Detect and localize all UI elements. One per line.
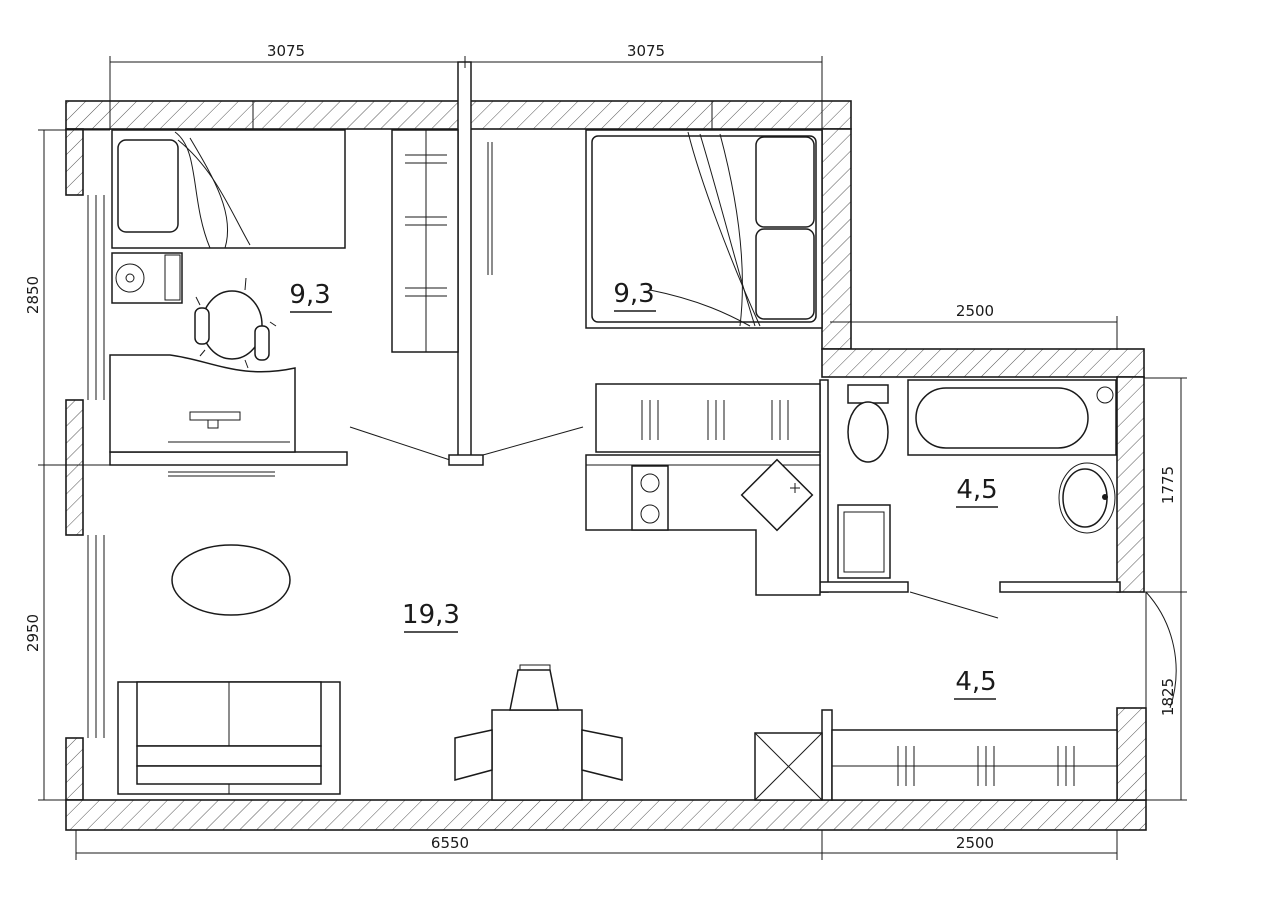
dim-left-upper: 2850 xyxy=(24,276,42,314)
dim-bottom-main: 6550 xyxy=(431,834,469,852)
room-area-bathroom: 4,5 xyxy=(956,475,997,505)
left-windows xyxy=(87,101,713,738)
hall-furniture xyxy=(754,591,1177,801)
dimension-lines xyxy=(38,56,1187,860)
dim-left-lower: 2950 xyxy=(24,614,42,652)
right-bedroom-furniture xyxy=(585,129,823,329)
dim-top-left: 3075 xyxy=(267,42,305,60)
dim-right-bath: 1775 xyxy=(1159,466,1177,504)
living-furniture xyxy=(117,544,623,801)
room-area-bedroom-right: 9,3 xyxy=(613,279,654,309)
dim-bath-top: 2500 xyxy=(956,302,994,320)
walls xyxy=(65,61,1147,831)
left-bedroom-furniture xyxy=(109,129,584,477)
room-area-hall: 4,5 xyxy=(955,667,996,697)
dim-top-right: 3075 xyxy=(627,42,665,60)
area-labels: 9,3 9,3 19,3 4,5 4,5 xyxy=(289,279,998,700)
dim-right-hall: 1825 xyxy=(1159,678,1177,716)
room-area-bedroom-left: 9,3 xyxy=(289,280,330,310)
kitchen-furniture xyxy=(585,383,821,596)
room-area-living: 19,3 xyxy=(402,600,460,630)
bathroom-furniture xyxy=(837,379,1117,619)
dim-bottom-right: 2500 xyxy=(956,834,994,852)
